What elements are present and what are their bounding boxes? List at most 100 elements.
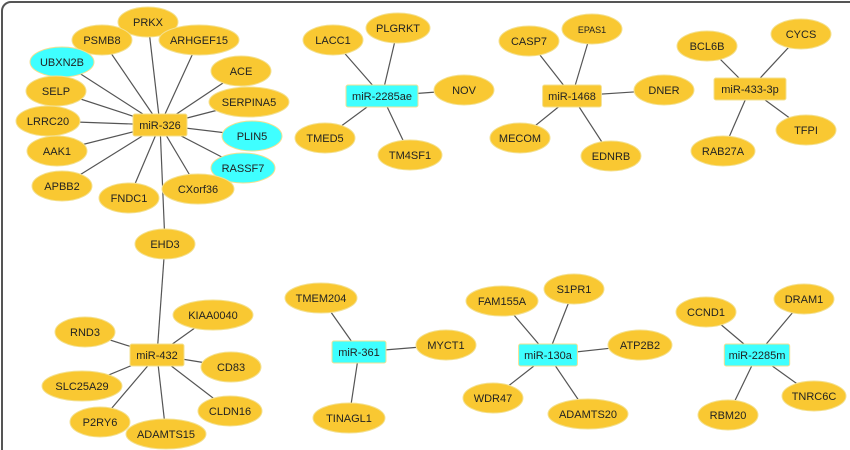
node-shape [117,6,179,38]
gene-node-wdr47[interactable]: WDR47 [462,382,524,414]
gene-node-cd83[interactable]: CD83 [200,351,262,383]
gene-node-epas1[interactable]: EPAS1 [561,13,623,45]
node-label: PSMB8 [83,35,120,47]
node-shape [172,299,254,331]
node-label: APBB2 [44,181,79,193]
node-shape [331,340,387,364]
gene-node-casp7[interactable]: CASP7 [498,25,560,57]
node-label: DRAM1 [785,294,824,306]
gene-node-tnrc6c[interactable]: TNRC6C [781,380,847,412]
gene-node-tfpi[interactable]: TFPI [775,114,837,146]
gene-node-lacc1[interactable]: LACC1 [302,24,364,56]
gene-node-fndc1[interactable]: FNDC1 [98,182,160,214]
gene-node-fam155a[interactable]: FAM155A [465,285,539,317]
node-label: RBM20 [710,410,747,422]
node-label: PRKX [133,17,164,29]
gene-node-nov[interactable]: NOV [433,74,495,106]
gene-node-slc25a29[interactable]: SLC25A29 [41,370,123,402]
node-label: AAK1 [43,146,71,158]
node-label: CYCS [786,29,817,41]
gene-node-cycs[interactable]: CYCS [770,18,832,50]
mirna-node-mir-130a[interactable]: miR-130a [518,343,578,367]
mirna-node-mir-2285m[interactable]: miR-2285m [723,343,791,367]
node-shape [415,329,477,361]
node-shape [775,114,837,146]
gene-node-adamts15[interactable]: ADAMTS15 [125,418,207,450]
mirna-node-mir-326[interactable]: miR-326 [132,113,188,137]
mirna-node-mir-361[interactable]: miR-361 [331,340,387,364]
node-shape [125,418,207,450]
gene-node-s1pr1[interactable]: S1PR1 [543,273,605,305]
gene-node-mecom[interactable]: MECOM [489,122,551,154]
node-shape [465,285,539,317]
gene-node-cxorf36[interactable]: CXorf36 [161,173,235,205]
node-shape [697,399,759,431]
gene-node-atp2b2[interactable]: ATP2B2 [607,329,673,361]
gene-node-lrrc20[interactable]: LRRC20 [15,105,81,137]
node-shape [134,228,196,260]
gene-node-cldn16[interactable]: CLDN16 [197,395,263,427]
gene-node-tmed5[interactable]: TMED5 [294,122,356,154]
node-label: SLC25A29 [55,381,108,393]
node-shape [26,135,88,167]
gene-node-adamts20[interactable]: ADAMTS20 [547,398,629,430]
node-label: P2RY6 [83,417,118,429]
gene-node-dram1[interactable]: DRAM1 [773,283,835,315]
node-label: miR-432 [136,350,178,362]
node-label: miR-361 [338,347,380,359]
node-label: LACC1 [315,35,350,47]
node-shape [31,170,93,202]
node-shape [161,173,235,205]
gene-node-rnd3[interactable]: RND3 [54,316,116,348]
node-label: ADAMTS15 [137,429,195,441]
node-label: TFPI [794,125,818,137]
mirna-node-mir-432[interactable]: miR-432 [129,343,185,367]
node-label: BCL6B [690,41,725,53]
node-label: TM4SF1 [389,150,431,162]
gene-node-tm4sf1[interactable]: TM4SF1 [377,139,443,171]
gene-node-apbb2[interactable]: APBB2 [31,170,93,202]
gene-node-selp[interactable]: SELP [25,75,87,107]
gene-node-tinagl1[interactable]: TINAGL1 [312,402,386,434]
gene-node-ace[interactable]: ACE [210,55,272,87]
gene-node-aak1[interactable]: AAK1 [26,135,88,167]
gene-node-arhgef15[interactable]: ARHGEF15 [158,24,240,56]
node-shape [284,282,358,314]
node-shape [675,296,737,328]
node-label: ACE [230,66,253,78]
gene-node-kiaa0040[interactable]: KIAA0040 [172,299,254,331]
gene-node-tmem204[interactable]: TMEM204 [284,282,358,314]
node-label: CXorf36 [178,184,218,196]
node-label: miR-130a [524,350,573,362]
node-shape [561,13,623,45]
gene-node-p2ry6[interactable]: P2RY6 [69,406,131,438]
gene-node-plin5[interactable]: PLIN5 [221,120,283,152]
edge-mir-326-ehd3 [159,124,166,245]
node-label: CD83 [217,362,245,374]
node-shape [210,55,272,87]
node-label: miR-1468 [548,91,596,103]
gene-node-ehd3[interactable]: EHD3 [134,228,196,260]
mirna-node-mir-1468[interactable]: miR-1468 [542,84,602,108]
gene-node-myct1[interactable]: MYCT1 [415,329,477,361]
node-shape [129,343,185,367]
gene-node-ednrb[interactable]: EDNRB [580,140,642,172]
gene-node-plgrkt[interactable]: PLGRKT [365,12,431,44]
gene-node-prkx[interactable]: PRKX [117,6,179,38]
gene-node-bcl6b[interactable]: BCL6B [676,30,738,62]
gene-node-ubxn2b[interactable]: UBXN2B [29,46,95,78]
gene-node-serpina5[interactable]: SERPINA5 [208,86,290,118]
gene-node-rab27a[interactable]: RAB27A [690,135,756,167]
node-label: S1PR1 [557,284,592,296]
mirna-node-mir-2285ae[interactable]: miR-2285ae [345,84,419,108]
gene-node-dner[interactable]: DNER [633,74,695,106]
node-shape [770,18,832,50]
gene-node-ccnd1[interactable]: CCND1 [675,296,737,328]
node-shape [71,24,133,56]
gene-node-rbm20[interactable]: RBM20 [697,399,759,431]
gene-node-psmb8[interactable]: PSMB8 [71,24,133,56]
mirna-node-mir-433-3p[interactable]: miR-433-3p [713,77,787,101]
node-shape [221,120,283,152]
gene-node-rassf7[interactable]: RASSF7 [210,152,276,184]
